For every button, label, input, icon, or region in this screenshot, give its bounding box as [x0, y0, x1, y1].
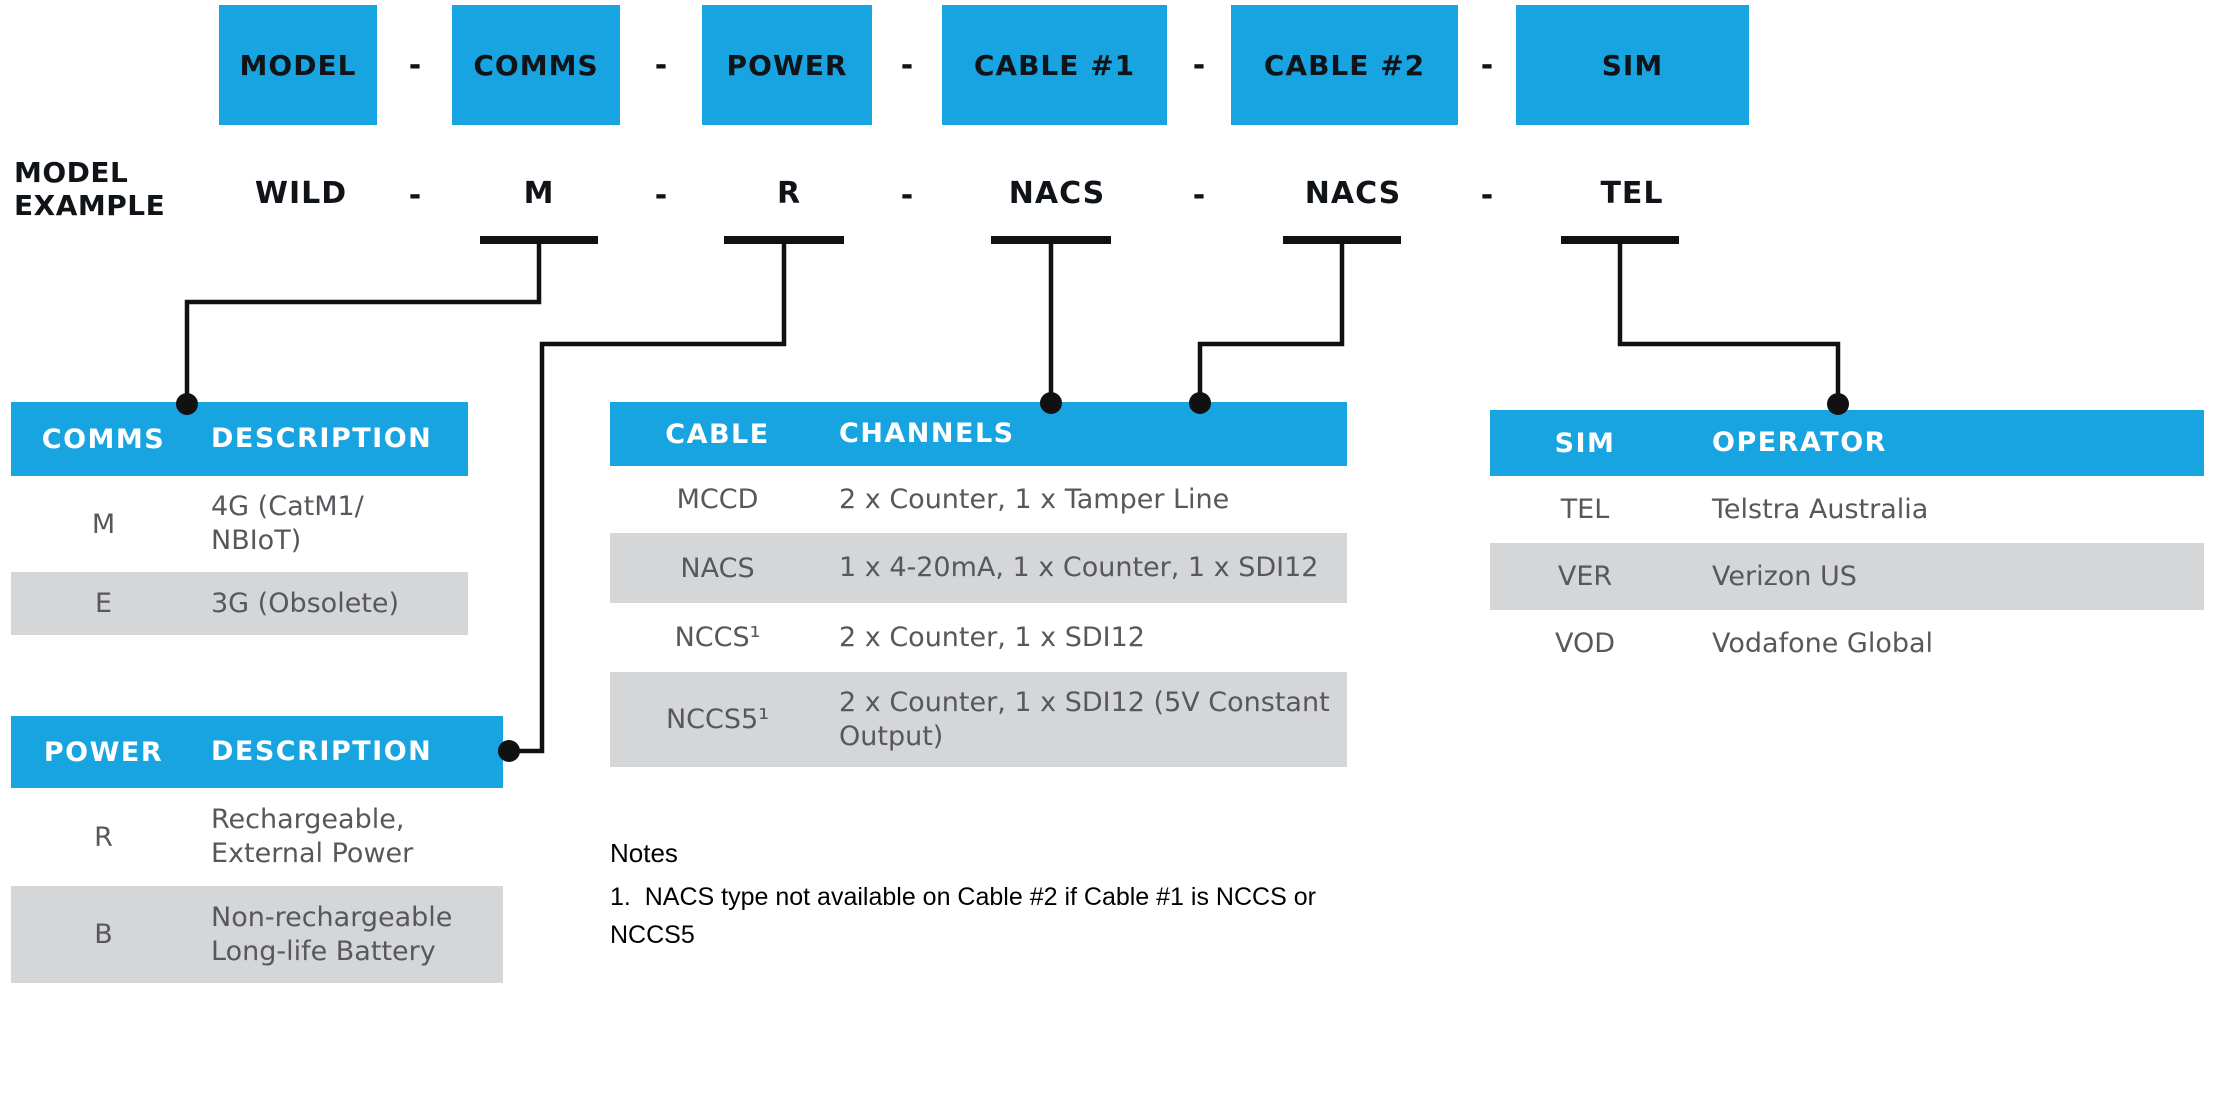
comms-table-header: COMMS DESCRIPTION — [11, 402, 468, 476]
power-table: POWER DESCRIPTION R Rechargeable, Extern… — [11, 716, 503, 983]
column-header: OPERATOR — [1712, 427, 1887, 458]
segment-box-comms: COMMS — [452, 5, 620, 125]
example-value-model: WILD — [254, 176, 348, 211]
cable-table: CABLE CHANNELS MCCD 2 x Counter, 1 x Tam… — [610, 402, 1347, 767]
table-row: MCCD 2 x Counter, 1 x Tamper Line — [610, 466, 1347, 533]
segment-box-label: COMMS — [473, 48, 599, 82]
separator-dash: - — [408, 178, 422, 213]
segment-box-cable-1: CABLE #1 — [942, 5, 1167, 125]
cable-table-header: CABLE CHANNELS — [610, 402, 1347, 466]
column-header: COMMS — [41, 423, 166, 455]
row-desc: Vodafone Global — [1712, 627, 1934, 659]
separator-dash: - — [900, 48, 914, 83]
row-desc: Rechargeable, External Power — [211, 804, 414, 869]
segment-box-label: SIM — [1601, 48, 1664, 82]
table-row: R Rechargeable, External Power — [11, 788, 503, 886]
segment-box-model: MODEL — [219, 5, 377, 125]
row-key: R — [94, 821, 113, 853]
row-desc: 1 x 4-20mA, 1 x Counter, 1 x SDI12 — [839, 552, 1319, 583]
sim-table: SIM OPERATOR TEL Telstra Australia VER V… — [1490, 410, 2204, 677]
sim-table-header: SIM OPERATOR — [1490, 410, 2204, 476]
separator-dash: - — [1192, 48, 1206, 83]
table-row: VOD Vodafone Global — [1490, 610, 2204, 677]
separator-dash: - — [654, 48, 668, 83]
separator-dash: - — [1192, 178, 1206, 213]
model-example-label: MODEL EXAMPLE — [14, 156, 166, 222]
column-header: POWER — [43, 736, 164, 768]
row-key: NACS — [680, 552, 755, 584]
row-desc: 2 x Counter, 1 x Tamper Line — [839, 483, 1230, 515]
table-row: TEL Telstra Australia — [1490, 476, 2204, 543]
separator-dash: - — [408, 48, 422, 83]
example-value-cable-2: NACS — [1304, 176, 1402, 211]
row-desc: Verizon US — [1712, 560, 1857, 592]
notes-text: 1. NACS type not available on Cable #2 i… — [610, 883, 1316, 949]
row-key: TEL — [1560, 494, 1610, 525]
row-key: M — [91, 508, 116, 540]
example-value-cable-1: NACS — [1008, 176, 1106, 211]
row-desc: Non-rechargeable Long-life Battery — [211, 901, 453, 967]
row-desc: 4G (CatM1/ NBIoT) — [211, 491, 364, 556]
separator-dash: - — [654, 178, 668, 213]
column-header: DESCRIPTION — [211, 736, 433, 767]
row-key: E — [94, 588, 113, 619]
power-table-header: POWER DESCRIPTION — [11, 716, 503, 788]
row-desc: 2 x Counter, 1 x SDI12 (5V Constant Outp… — [839, 686, 1330, 752]
separator-dash: - — [1480, 48, 1494, 83]
notes-title: Notes — [610, 838, 678, 868]
comms-table: COMMS DESCRIPTION M 4G (CatM1/ NBIoT) E … — [11, 402, 468, 635]
table-row: M 4G (CatM1/ NBIoT) — [11, 476, 468, 572]
separator-dash: - — [1480, 178, 1494, 213]
example-value-power: R — [776, 176, 802, 211]
table-row: NCCS5¹ 2 x Counter, 1 x SDI12 (5V Consta… — [610, 672, 1347, 767]
column-header: SIM — [1554, 427, 1616, 459]
segment-box-label: POWER — [726, 48, 848, 82]
segment-box-power: POWER — [702, 5, 872, 125]
segment-box-cable-2: CABLE #2 — [1231, 5, 1458, 125]
column-header: CHANNELS — [839, 418, 1015, 449]
segment-box-label: CABLE #1 — [973, 48, 1136, 82]
segment-box-sim: SIM — [1516, 5, 1749, 125]
row-key: NCCS¹ — [674, 622, 761, 653]
table-row: NCCS¹ 2 x Counter, 1 x SDI12 — [610, 603, 1347, 672]
row-key: NCCS5¹ — [665, 704, 770, 735]
connector-sim — [1617, 244, 1841, 400]
row-key: B — [94, 919, 113, 950]
separator-dash: - — [900, 178, 914, 213]
table-row: E 3G (Obsolete) — [11, 572, 468, 635]
segment-box-label: CABLE #2 — [1263, 48, 1426, 82]
column-header: CABLE — [665, 418, 770, 450]
row-desc: 2 x Counter, 1 x SDI12 — [839, 621, 1145, 653]
example-value-comms: M — [523, 176, 555, 211]
row-key: VOD — [1554, 628, 1616, 659]
connector-cable-2 — [1197, 244, 1345, 400]
connector-comms — [184, 240, 542, 400]
segment-box-label: MODEL — [239, 48, 357, 82]
column-header: DESCRIPTION — [211, 423, 433, 454]
row-key: MCCD — [676, 484, 759, 515]
table-row: B Non-rechargeable Long-life Battery — [11, 886, 503, 983]
table-row: NACS 1 x 4-20mA, 1 x Counter, 1 x SDI12 — [610, 533, 1347, 603]
table-row: VER Verizon US — [1490, 543, 2204, 610]
row-key: VER — [1557, 561, 1613, 592]
row-desc: Telstra Australia — [1712, 493, 1929, 525]
example-value-sim: TEL — [1600, 176, 1664, 211]
row-desc: 3G (Obsolete) — [211, 587, 400, 619]
